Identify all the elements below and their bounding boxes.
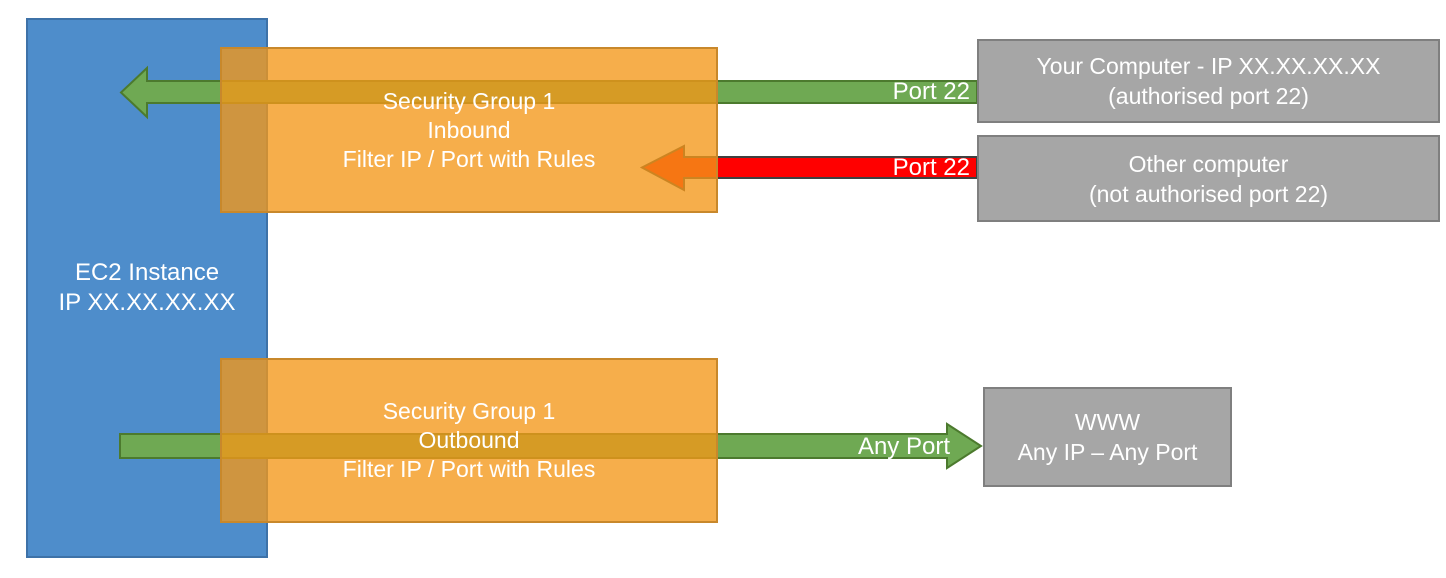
ec2-instance-ip: IP XX.XX.XX.XX xyxy=(58,289,236,316)
inbound-allowed-port-label: Port 22 xyxy=(892,78,970,105)
sg-inbound-direction: Inbound xyxy=(427,116,511,143)
ec2-instance-name: EC2 Instance xyxy=(74,259,220,286)
sg-outbound-direction: Outbound xyxy=(418,427,520,453)
other-computer-title: Other computer xyxy=(1128,150,1289,177)
sg-inbound-name: Security Group 1 xyxy=(382,87,556,114)
www-note: Any IP – Any Port xyxy=(1017,439,1198,465)
www-title: WWW xyxy=(1074,409,1141,435)
www-box: WWW Any IP – Any Port xyxy=(983,387,1232,487)
other-computer-note: (not authorised port 22) xyxy=(1088,180,1329,207)
other-computer-box: Other computer (not authorised port 22) xyxy=(977,135,1440,222)
your-computer-box: Your Computer - IP XX.XX.XX.XX (authoris… xyxy=(977,39,1440,123)
your-computer-title: Your Computer - IP XX.XX.XX.XX xyxy=(1036,53,1381,79)
outbound-port-label: Any Port xyxy=(857,433,950,460)
sg-outbound-name: Security Group 1 xyxy=(382,398,556,424)
inbound-blocked-port-label: Port 22 xyxy=(892,154,970,181)
your-computer-note: (authorised port 22) xyxy=(1108,83,1309,109)
security-group-inbound-box: Security Group 1 Inbound Filter IP / Por… xyxy=(220,47,718,213)
security-group-outbound-box: Security Group 1 Outbound Filter IP / Po… xyxy=(220,358,718,523)
sg-outbound-description: Filter IP / Port with Rules xyxy=(342,456,596,482)
sg-inbound-description: Filter IP / Port with Rules xyxy=(342,145,596,172)
